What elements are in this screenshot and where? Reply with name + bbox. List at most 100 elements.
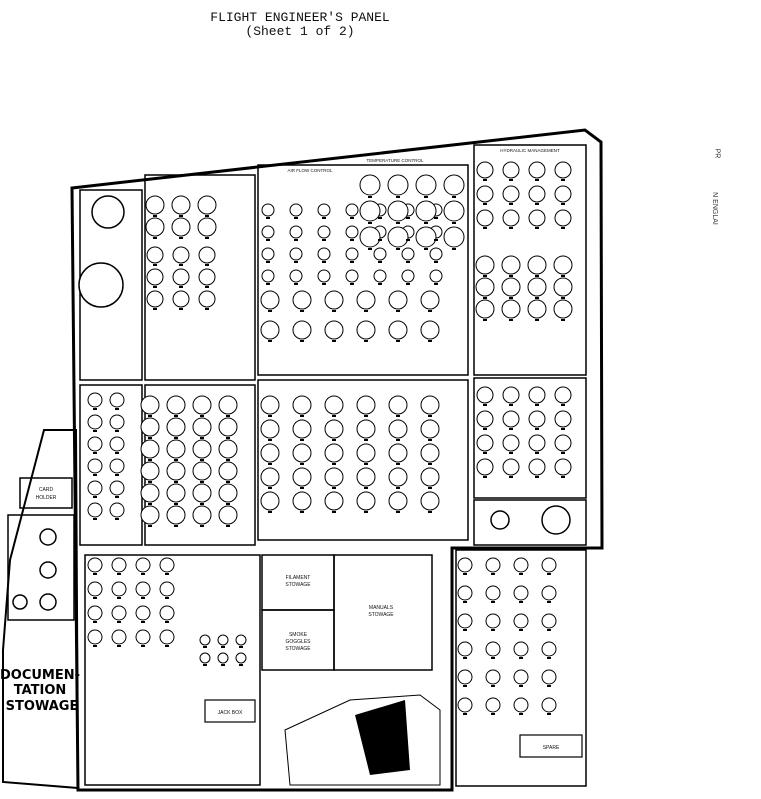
switch-icon: [491, 573, 495, 575]
gauge-icon: [260, 419, 280, 439]
switch-icon: [364, 487, 368, 489]
switch-icon: [509, 452, 513, 454]
gauge-icon: [388, 290, 408, 310]
switch-icon: [519, 657, 523, 659]
section-lower-left: [84, 554, 261, 786]
gauge-icon: [553, 255, 573, 275]
switch-icon: [483, 297, 487, 299]
gauge-icon: [420, 467, 440, 487]
switch-icon: [434, 239, 438, 241]
switch-icon: [268, 340, 272, 342]
label-spare: SPARE: [543, 745, 560, 751]
gauge-icon: [109, 458, 125, 474]
switch-icon: [483, 476, 487, 478]
gauge-icon: [111, 605, 127, 621]
gauge-icon: [356, 467, 376, 487]
switch-icon: [200, 459, 204, 461]
switch-icon: [547, 713, 551, 715]
switch-icon: [561, 428, 565, 430]
switch-icon: [463, 629, 467, 631]
gauge-icon: [528, 434, 546, 452]
gauge-icon: [166, 483, 186, 503]
gauge-icon: [415, 226, 437, 248]
panel-outline: [70, 128, 604, 792]
switch-icon: [396, 248, 400, 250]
switch-icon: [205, 237, 209, 239]
switch-icon: [452, 196, 456, 198]
gauge-icon: [554, 458, 572, 476]
switch-icon: [509, 297, 513, 299]
switch-icon: [535, 227, 539, 229]
switch-icon: [332, 463, 336, 465]
switch-icon: [378, 283, 382, 285]
gauge-icon: [476, 209, 494, 227]
switch-icon: [153, 286, 157, 288]
gauge-icon: [475, 299, 495, 319]
gauge-icon: [235, 634, 247, 646]
switch-icon: [174, 503, 178, 505]
switch-icon: [463, 573, 467, 575]
gauge-icon: [528, 410, 546, 428]
gauge-icon: [87, 629, 103, 645]
gauge-icon: [218, 395, 238, 415]
gauge-icon: [457, 669, 473, 685]
switch-icon: [350, 217, 354, 219]
gauge-icon: [388, 443, 408, 463]
gauge-icon: [135, 557, 151, 573]
switch-icon: [93, 452, 97, 454]
switch-icon: [117, 597, 121, 599]
spare-box: [519, 734, 583, 758]
gauge-icon: [192, 505, 212, 525]
gauge-icon: [443, 174, 465, 196]
label-temperature-control: TEMPERATURE CONTROL: [367, 158, 424, 163]
section-mid-right: [473, 377, 587, 499]
switch-icon: [519, 685, 523, 687]
gauge-icon: [485, 697, 501, 713]
switch-icon: [491, 657, 495, 659]
gauge-icon: [172, 246, 190, 264]
switch-icon: [491, 629, 495, 631]
gauge-icon: [502, 185, 520, 203]
switch-icon: [368, 248, 372, 250]
gauge-icon: [476, 161, 494, 179]
switch-icon: [153, 264, 157, 266]
gauge-icon: [420, 491, 440, 511]
switch-icon: [93, 408, 97, 410]
label-card-holder-2: HOLDER: [36, 495, 57, 501]
gauge-icon: [217, 634, 229, 646]
switch-icon: [483, 428, 487, 430]
gauge-icon: [513, 613, 529, 629]
switch-icon: [332, 439, 336, 441]
switch-icon: [148, 459, 152, 461]
switch-icon: [117, 645, 121, 647]
gauge-icon: [109, 436, 125, 452]
gauge-icon: [359, 200, 381, 222]
switch-icon: [268, 310, 272, 312]
switch-icon: [268, 511, 272, 513]
switch-icon: [547, 601, 551, 603]
switch-icon: [115, 474, 119, 476]
clock-gauge: [91, 195, 125, 229]
gauge-icon: [292, 320, 312, 340]
gauge-icon: [502, 386, 520, 404]
switch-icon: [491, 713, 495, 715]
gauge-icon: [324, 419, 344, 439]
switch-icon: [203, 646, 207, 648]
gauge-icon: [415, 200, 437, 222]
switch-icon: [226, 437, 230, 439]
label-jack-box: JACK BOX: [218, 710, 243, 716]
switch-icon: [332, 340, 336, 342]
gauge-icon: [192, 417, 212, 437]
section-mid-right-lower: [473, 499, 587, 546]
gauge-icon: [87, 436, 103, 452]
switch-icon: [141, 621, 145, 623]
switch-icon: [428, 439, 432, 441]
switch-icon: [300, 310, 304, 312]
switch-icon: [294, 239, 298, 241]
switch-icon: [491, 601, 495, 603]
switch-icon: [535, 275, 539, 277]
gauge-icon: [111, 629, 127, 645]
switch-icon: [93, 518, 97, 520]
gauge-icon: [541, 669, 557, 685]
gauge-icon: [387, 226, 409, 248]
